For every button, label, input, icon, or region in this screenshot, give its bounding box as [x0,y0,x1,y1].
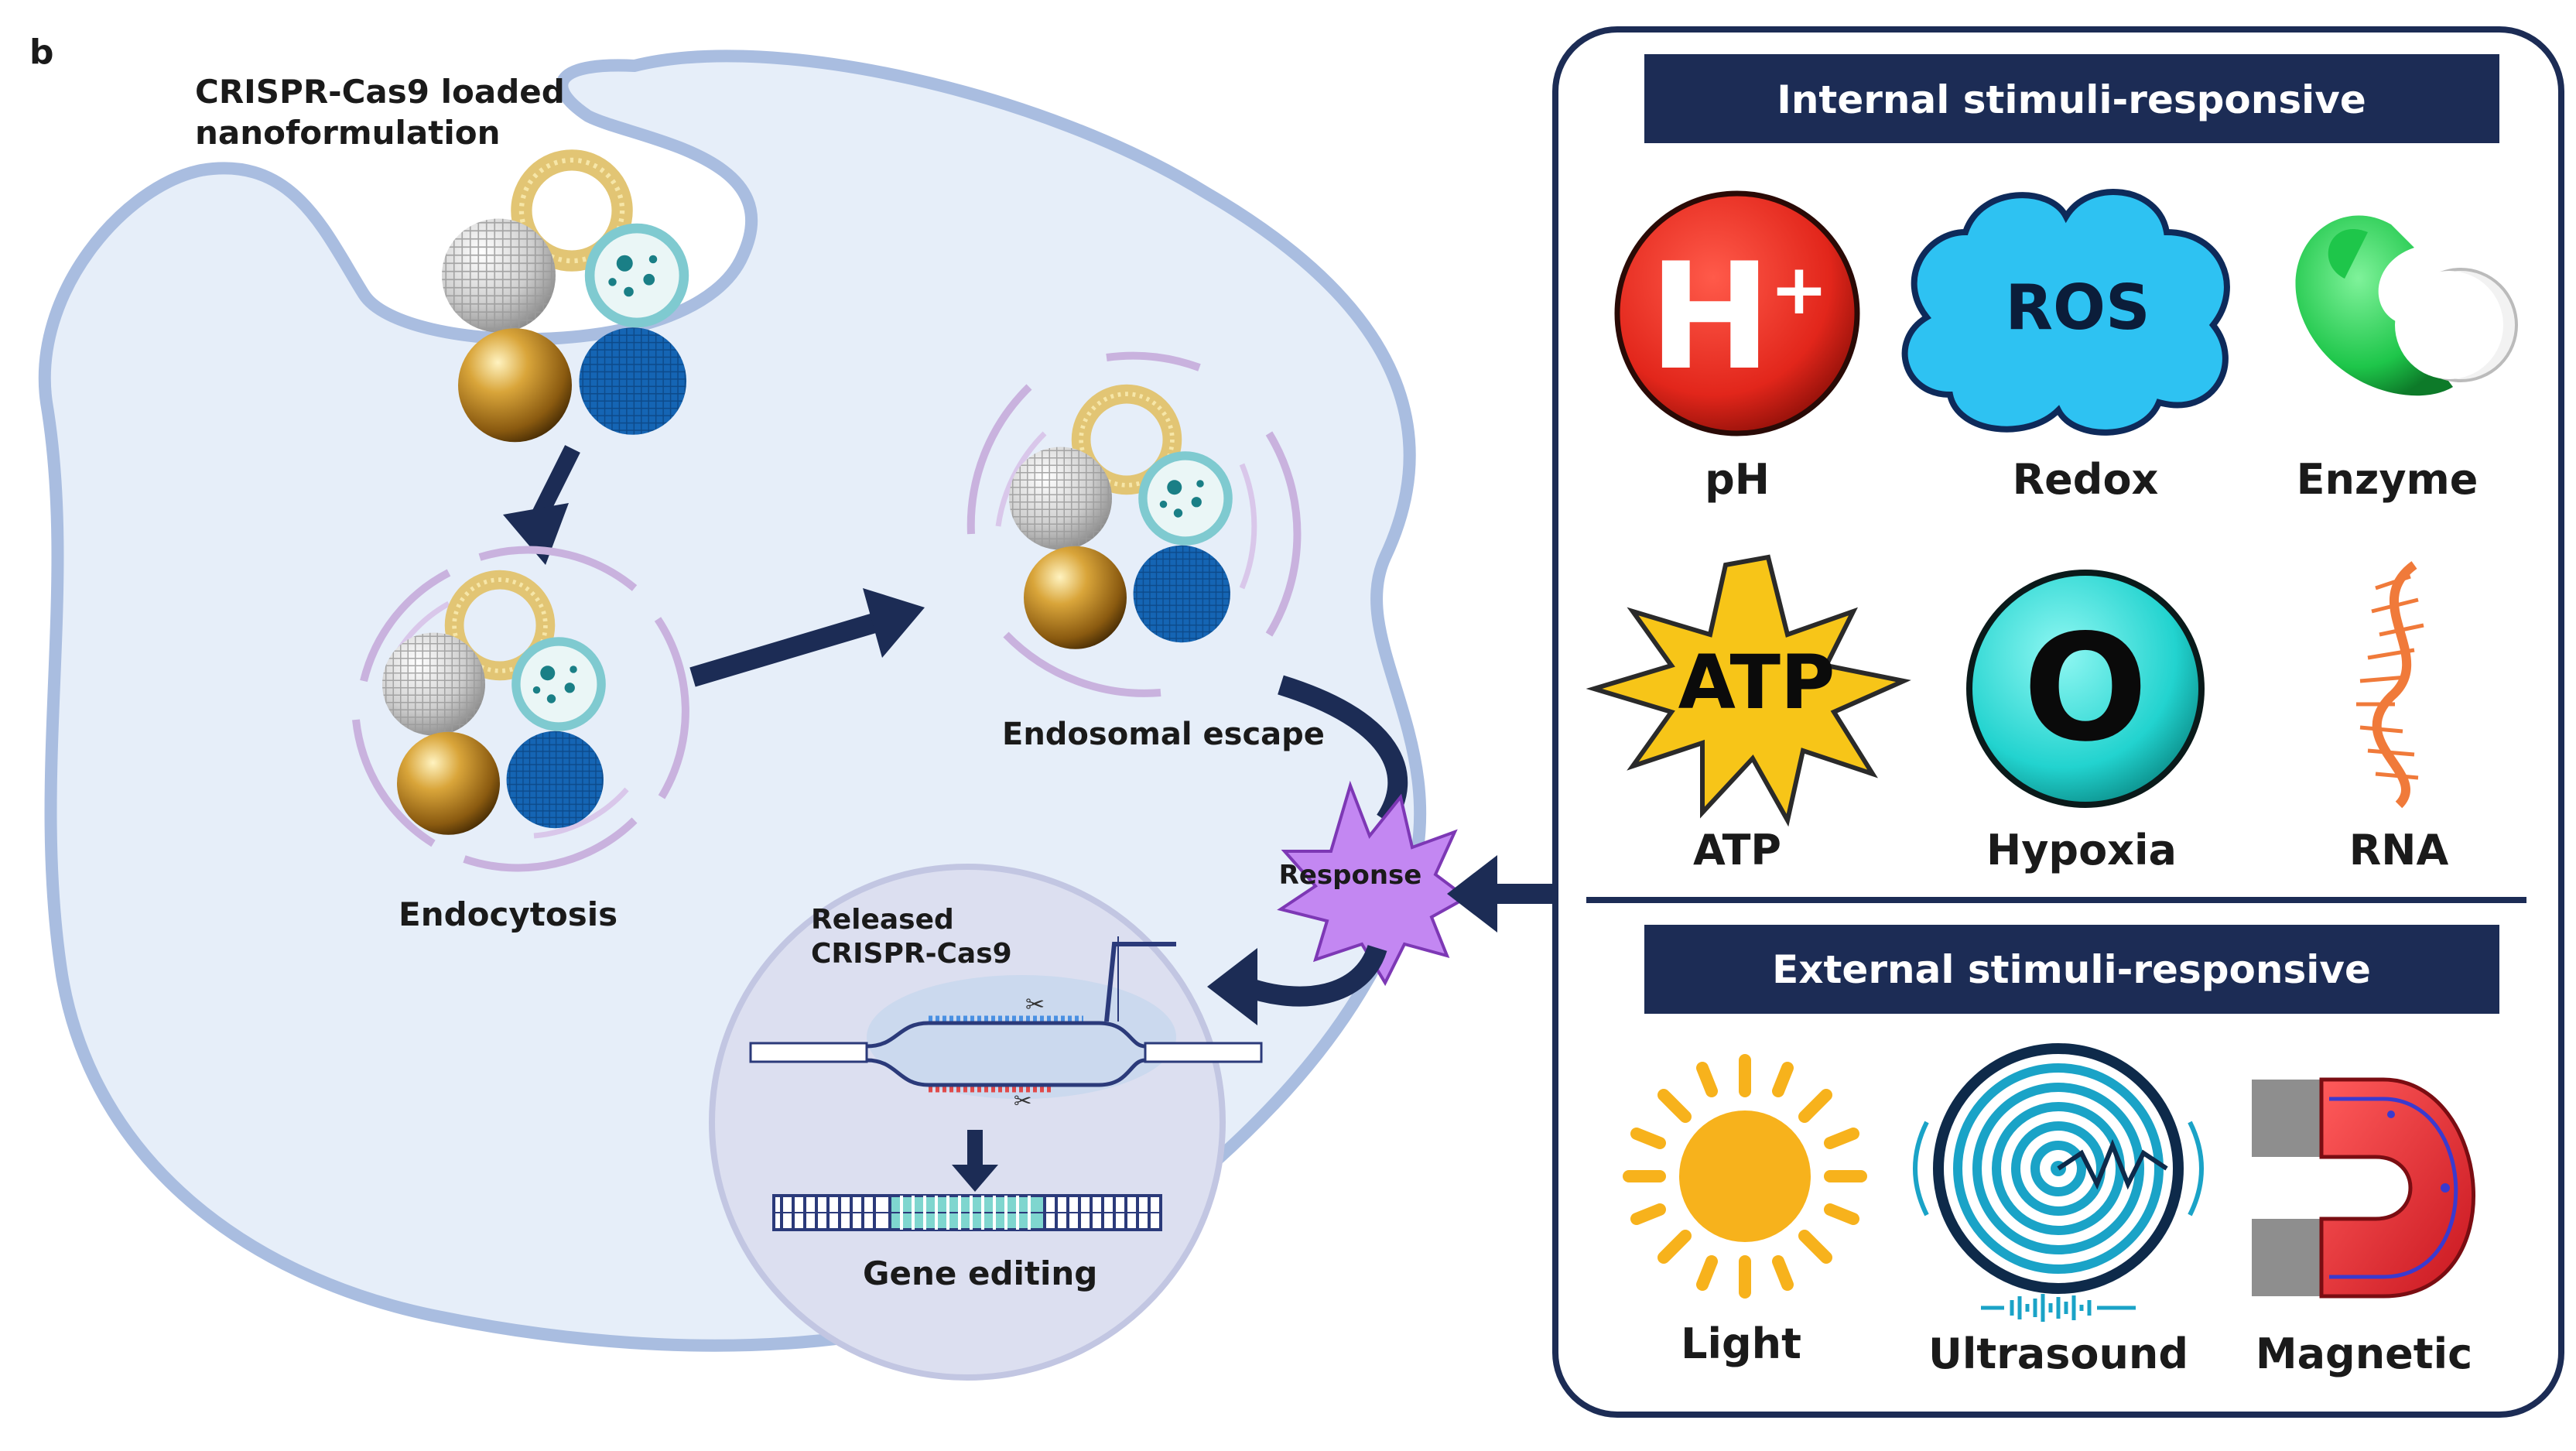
atp-label: ATP [1693,826,1781,874]
endosome-endocytosis [352,546,689,872]
oxygen-circle-icon: O [1966,570,2205,808]
hypoxia-label: Hypoxia [1986,826,2177,874]
arrow-head [503,503,569,565]
ros-cloud-icon: ROS [1901,189,2230,436]
light-label: Light [1681,1319,1801,1368]
svg-text:ROS: ROS [2005,272,2150,344]
arrow-to-response [1278,675,1408,826]
endosomal-escape-label: Endosomal escape [1002,717,1325,752]
released-label-line1: Released [811,904,954,936]
endocytosis-label: Endocytosis [399,895,617,933]
edited-dna-icon [772,1194,1162,1231]
response-label: Response [1279,860,1422,891]
svg-text:H: H [1648,231,1771,402]
ph-label: pH [1705,455,1770,504]
nanoformulation-label-line1: CRISPR-Cas9 loaded [195,73,565,111]
internal-title-bar [1644,54,2499,143]
external-title-bar [1644,925,2499,1014]
nanoformulation-cluster [442,160,686,442]
ultrasound-waves-icon [1913,1043,2204,1322]
magnetic-label: Magnetic [2256,1330,2472,1378]
svg-text:+: + [1770,249,1828,330]
arrow-to-endosomal-escape [689,613,877,687]
nanoformulation-label-line2: nanoformulation [195,114,500,152]
magnet-icon [2252,1077,2476,1299]
sun-icon [1623,1054,1867,1299]
svg-text:O: O [2023,603,2148,774]
panel-letter: b [29,33,54,72]
h-plus-icon: H + [1614,190,1860,436]
arrow-head [1447,855,1497,933]
response-burst [1277,780,1469,987]
svg-text:CRISPR-Cas9 loaded nanofor: CRISPR-Cas9 loaded nanoformulation [195,73,576,152]
gene-editing-label: Gene editing [863,1254,1097,1292]
rna-strand-icon [2356,561,2424,809]
enzyme-label: Enzyme [2297,455,2479,504]
rna-label: RNA [2349,826,2449,874]
arrow-head [863,588,925,658]
svg-text:✂: ✂ [1025,991,1045,1018]
enzyme-pacman-icon [2295,215,2518,396]
external-title: External stimuli-responsive [1772,947,2371,992]
ultrasound-label: Ultrasound [1928,1330,2188,1378]
svg-text:✂: ✂ [1014,1088,1031,1114]
svg-text:Released CRISPR-Cas9: Released CRISPR-Cas9 [811,904,1012,970]
atp-burst-icon: ATP [1586,554,1911,827]
arrow-to-nucleus [1242,944,1387,1007]
released-label-line2: CRISPR-Cas9 [811,938,1012,970]
arrow-head [1207,948,1257,1025]
cas9-dna-complex-icon: ✂ ✂ [749,936,1263,1114]
internal-title: Internal stimuli-responsive [1777,77,2366,122]
svg-text:ATP: ATP [1678,639,1835,726]
arrow-head [952,1165,998,1192]
endosome-escape [966,351,1302,697]
redox-label: Redox [2013,455,2159,504]
